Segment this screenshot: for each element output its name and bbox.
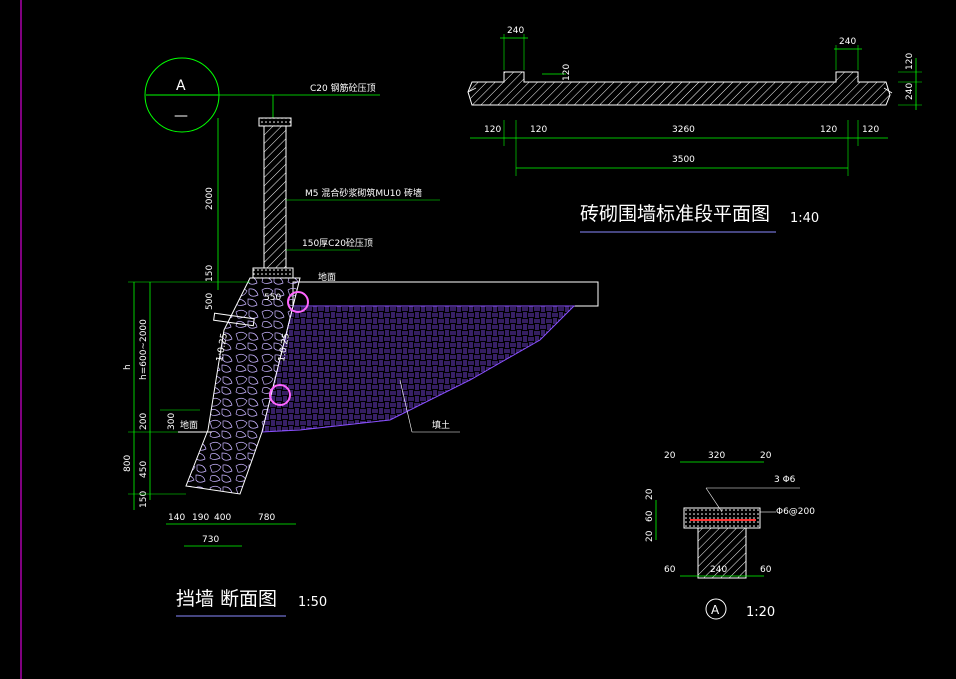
detail-marker-circle <box>705 598 727 620</box>
vdim-2000: 2000 <box>205 187 215 210</box>
vdim-450: 450 <box>139 461 149 478</box>
section-view: A — C20 钢筋砼压顶 M5 混合砂浆砌筑MU10 砖墙 150厚C20砼压… <box>123 57 599 617</box>
detail-view: 20 320 20 3 Φ6 Φ6@200 20 60 20 60 240 60… <box>645 451 815 620</box>
detail-wall <box>697 527 747 579</box>
vdim-500: 500 <box>205 293 215 310</box>
plan-dim-bottom-5: 120 <box>862 125 879 135</box>
backfill-area <box>261 305 576 433</box>
detail-dim-top-1: 20 <box>664 451 676 461</box>
section-marker-dash: — <box>174 108 188 124</box>
hdim-780: 780 <box>258 513 275 523</box>
plan-view: 240 240 120 120 240 120 120 3260 120 120… <box>467 26 922 233</box>
plan-dim-total: 3500 <box>672 155 695 165</box>
label-wall: M5 混合砂浆砌筑MU10 砖墙 <box>305 187 422 199</box>
detail-dim-top-2: 320 <box>708 451 725 461</box>
label-h: h <box>123 364 133 370</box>
detail-beam <box>683 507 761 529</box>
detail-dim-left-2: 60 <box>645 510 655 522</box>
section-title: 挡墙 断面图 <box>176 588 277 610</box>
hdim-140: 140 <box>168 513 185 523</box>
detail-dim-bottom-1: 60 <box>664 565 676 575</box>
section-marker-letter: A <box>176 78 186 94</box>
detail-dim-top-3: 20 <box>760 451 772 461</box>
drain-pipe <box>213 312 255 327</box>
detail-dim-left-3: 20 <box>645 530 655 542</box>
detail-stirrup: Φ6@200 <box>776 507 815 517</box>
label-top-beam: C20 钢筋砼压顶 <box>310 82 376 94</box>
detail-marker-letter: A <box>711 603 720 617</box>
detail-dim-bottom-3: 60 <box>760 565 772 575</box>
label-slope-1: 1:0.25 <box>215 332 230 362</box>
section-scale: 1:50 <box>298 595 327 610</box>
vdim-300: 300 <box>167 413 177 430</box>
detail-scale: 1:20 <box>746 605 775 620</box>
detail-dim-bottom-2: 240 <box>710 565 727 575</box>
plan-dim-bottom-1: 120 <box>484 125 501 135</box>
detail-rebar-top: 3 Φ6 <box>774 475 796 485</box>
plan-dim-small: 120 <box>562 64 572 81</box>
wall-cap <box>258 117 292 127</box>
label-width-550: 550 <box>264 293 281 303</box>
plan-scale: 1:40 <box>790 211 819 226</box>
label-pad: 150厚C20砼压顶 <box>302 237 373 249</box>
plan-dim-right-1: 120 <box>905 53 915 70</box>
vdim-150b: 150 <box>139 491 149 508</box>
brick-wall <box>263 125 287 269</box>
wall-pad <box>252 267 294 279</box>
plan-dim-bottom-3: 3260 <box>672 125 695 135</box>
vdim-150: 150 <box>205 265 215 282</box>
hdim-190: 190 <box>192 513 209 523</box>
hdim-730: 730 <box>202 535 219 545</box>
ground-slab <box>292 281 599 307</box>
plan-dim-right-2: 240 <box>905 83 915 100</box>
detail-dim-left-1: 20 <box>645 488 655 500</box>
plan-dim-top-1: 240 <box>507 26 524 36</box>
label-backfill: 填土 <box>432 419 450 431</box>
plan-dim-bottom-2: 120 <box>530 125 547 135</box>
plan-wall-hatch <box>467 71 891 106</box>
hdim-400: 400 <box>214 513 231 523</box>
plan-dim-bottom-4: 120 <box>820 125 837 135</box>
label-ground-2: 地面 <box>180 419 198 431</box>
plan-title: 砖砌围墙标准段平面图 <box>580 203 770 225</box>
retaining-wall-body <box>185 277 301 495</box>
label-h-range: h=600~2000 <box>139 319 149 380</box>
label-slope-2: 1:0.25 <box>277 332 292 362</box>
plan-dim-top-2: 240 <box>839 37 856 47</box>
label-ground-1: 地面 <box>318 271 336 283</box>
vdim-800: 800 <box>123 455 133 472</box>
vdim-200: 200 <box>139 413 149 430</box>
